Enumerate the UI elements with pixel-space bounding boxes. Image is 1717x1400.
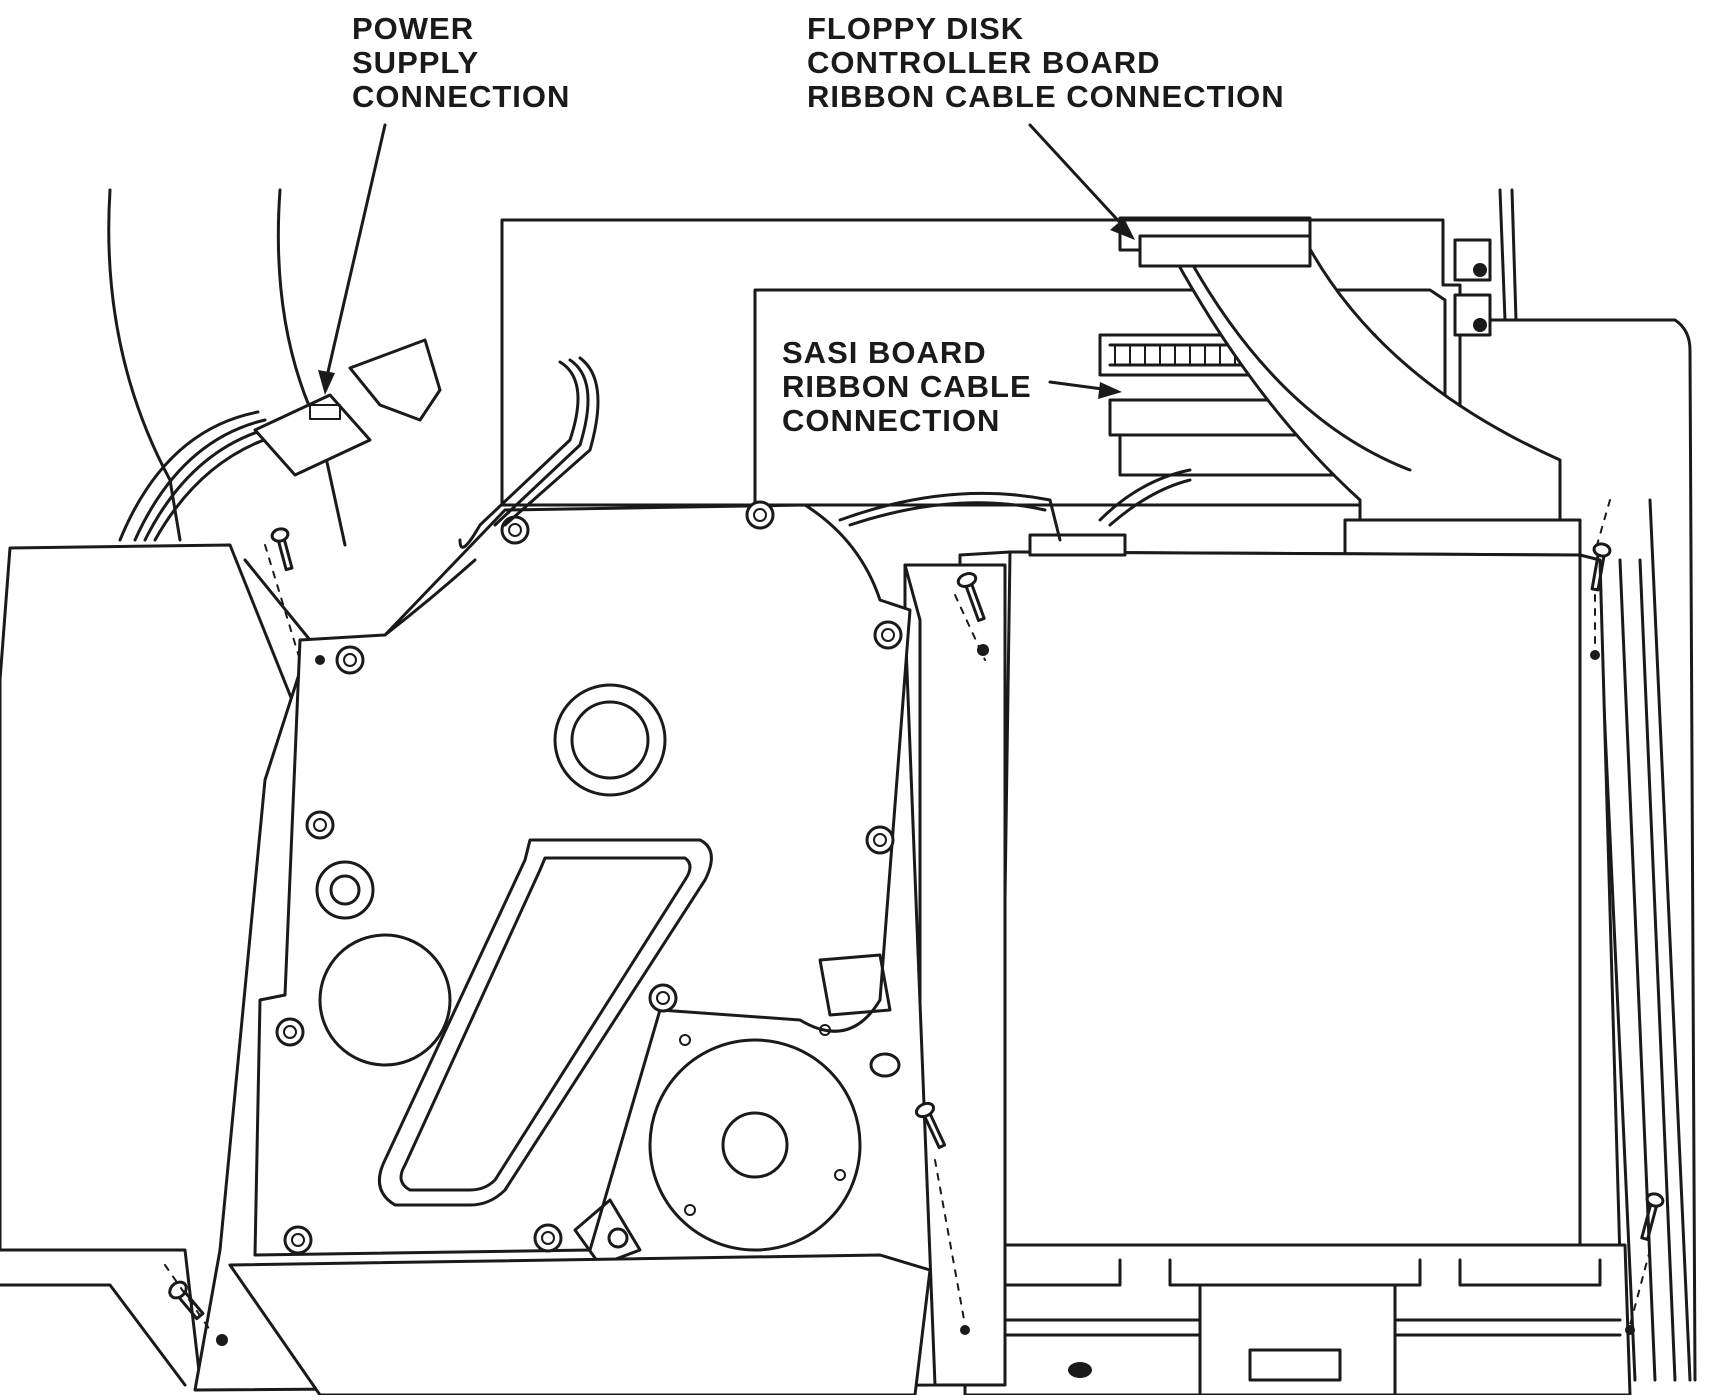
floppy-controller-label-line-1: FLOPPY DISK	[807, 11, 1025, 46]
front-cover-plate	[228, 1253, 932, 1397]
callout-leaders	[318, 123, 1135, 399]
power-supply-label-line-3: CONNECTION	[352, 79, 571, 114]
floppy-disk-drive	[958, 533, 1632, 1397]
sasi-board-label-line-1: SASI BOARD	[782, 335, 987, 370]
power-supply-label-line-2: SUPPLY	[352, 45, 480, 80]
power-cables	[118, 356, 1192, 549]
power-supply-label: POWER SUPPLY CONNECTION	[352, 12, 570, 114]
floppy-controller-label: FLOPPY DISK CONTROLLER BOARD RIBBON CABL…	[807, 12, 1285, 114]
power-supply-label-line-1: POWER	[352, 11, 475, 46]
sasi-board-label: SASI BOARD RIBBON CABLE CONNECTION	[782, 336, 1032, 438]
chassis-frame	[107, 188, 1697, 1382]
connector-icon	[253, 338, 442, 477]
sasi-board-label-line-3: CONNECTION	[782, 403, 1001, 438]
cover-screw-bosses	[275, 500, 903, 1255]
hard-disk-cover	[253, 503, 912, 1267]
floppy-controller-label-line-2: CONTROLLER BOARD	[807, 45, 1161, 80]
floppy-controller-label-line-3: RIBBON CABLE CONNECTION	[807, 79, 1285, 114]
sasi-board-label-line-2: RIBBON CABLE	[782, 369, 1032, 404]
screw-icon	[164, 499, 1665, 1346]
